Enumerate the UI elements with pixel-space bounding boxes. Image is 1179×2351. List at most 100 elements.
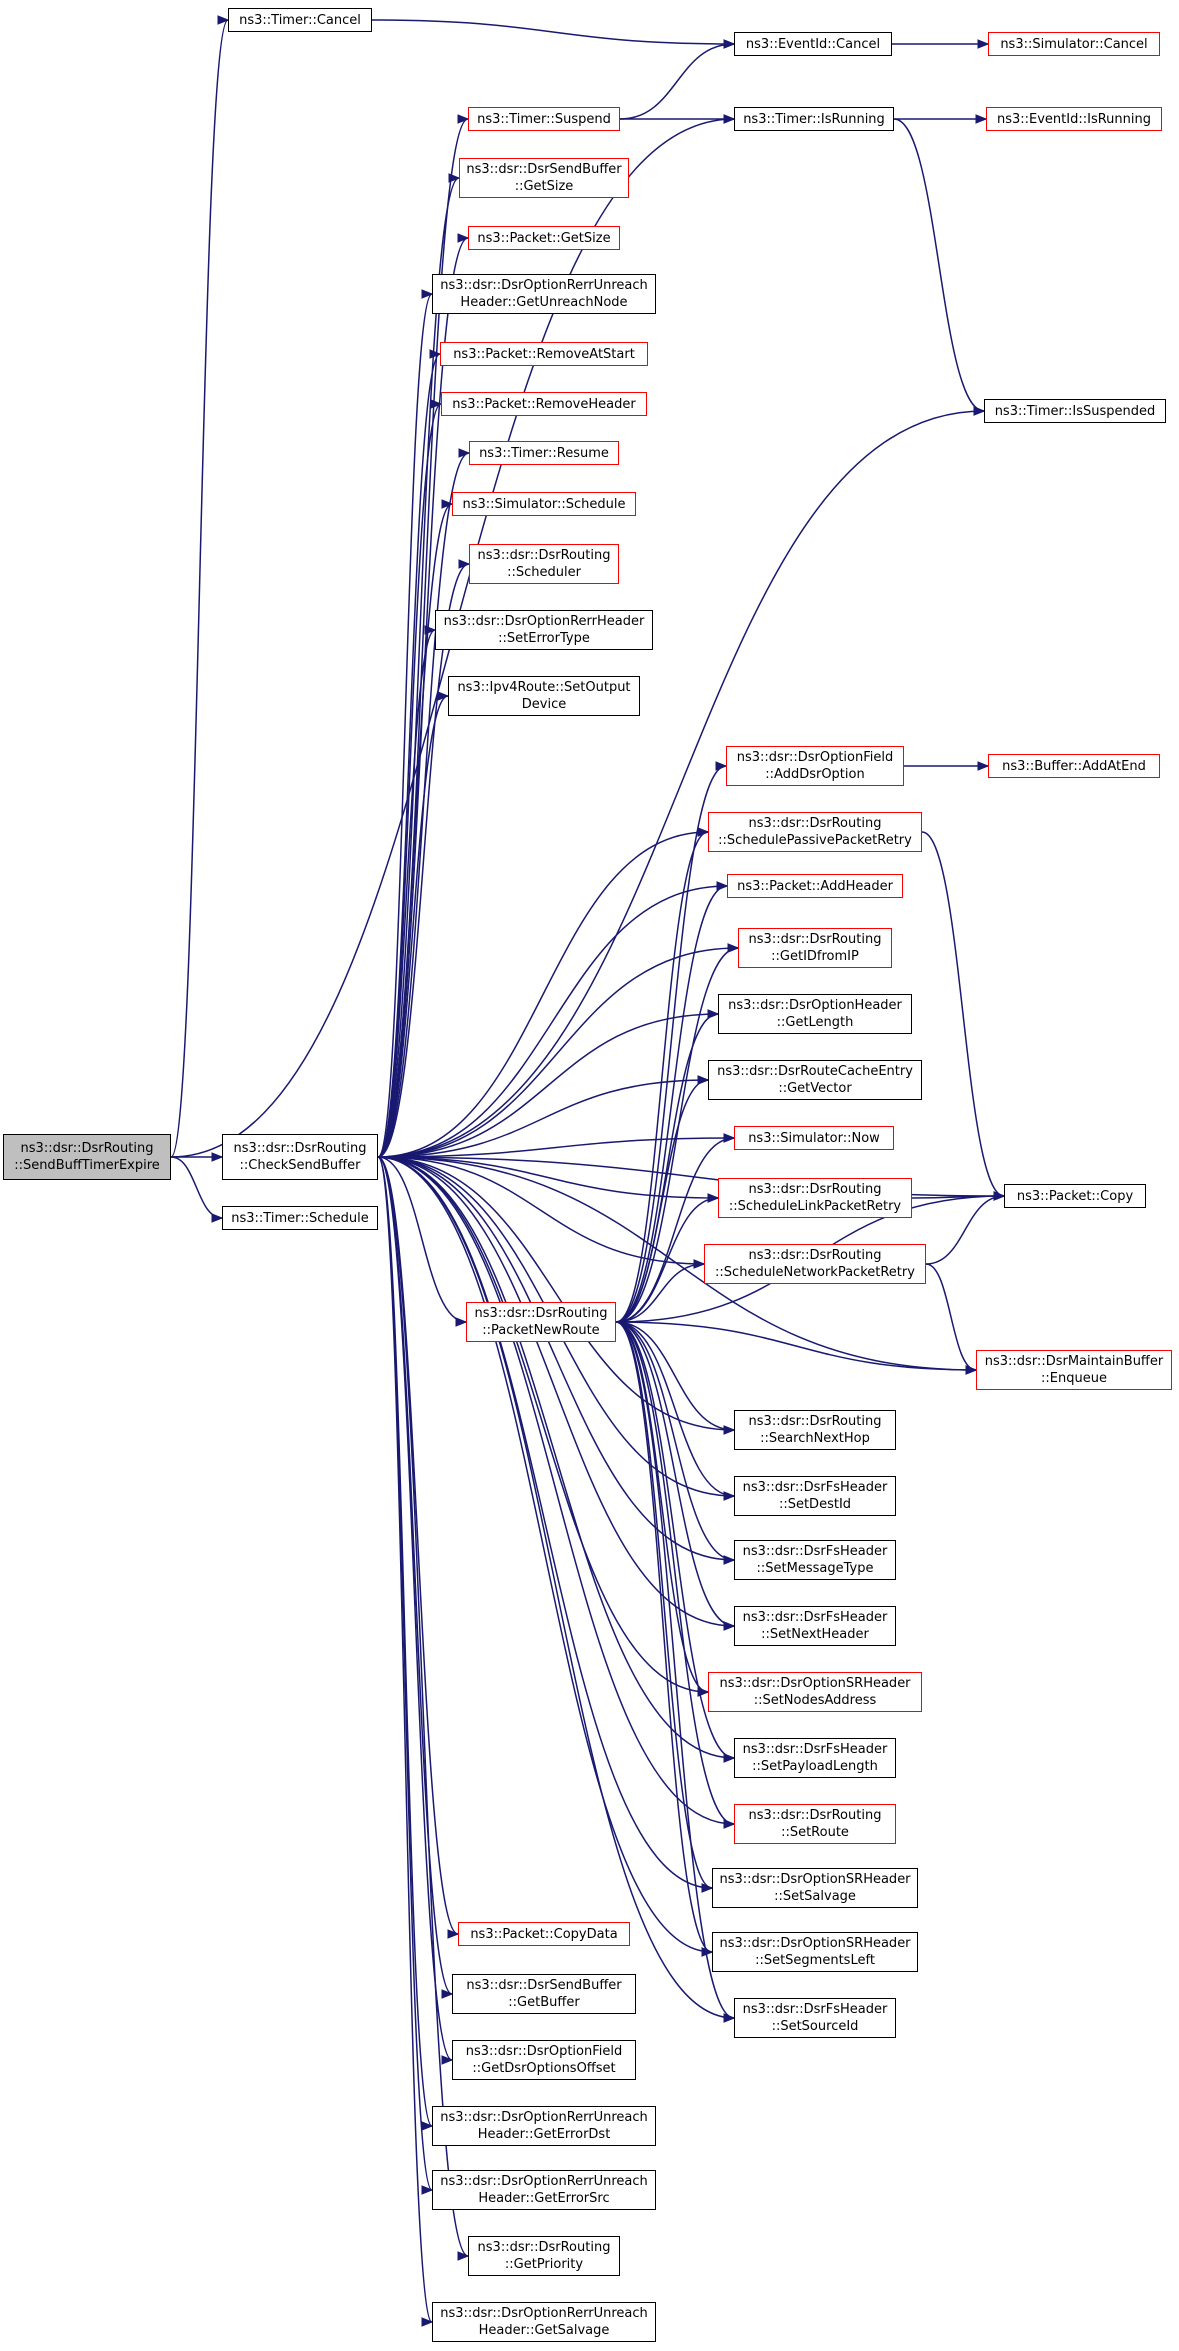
edge-arrowhead [421,2121,434,2131]
graph-node-label: ns3::dsr::DsrRouting [748,1248,882,1263]
graph-node-csb[interactable]: ns3::dsr::DsrRouting::CheckSendBuffer [222,1134,378,1180]
graph-node-tisrun[interactable]: ns3::Timer::IsRunning [734,107,894,131]
graph-node-tsuspend[interactable]: ns3::Timer::Suspend [468,107,620,131]
edge-csb-to-addheader [377,885,728,1158]
graph-node-label: ::SendBuffTimerExpire [14,1158,160,1173]
graph-node-removeatstart[interactable]: ns3::Packet::RemoveAtStart [440,342,648,366]
edge-csb-to-seterrortype [377,629,436,1158]
edge-arrowhead [723,1753,736,1763]
graph-node-linkretry[interactable]: ns3::dsr::DsrRouting::ScheduleLinkPacket… [718,1178,912,1218]
graph-node-setnodesaddr[interactable]: ns3::dsr::DsrOptionSRHeader::SetNodesAdd… [708,1672,922,1712]
graph-node-pktnewroute[interactable]: ns3::dsr::DsrRouting::PacketNewRoute [466,1302,616,1342]
graph-node-setsalvage[interactable]: ns3::dsr::DsrOptionSRHeader::SetSalvage [712,1868,918,1908]
graph-node-tsched[interactable]: ns3::Timer::Schedule [222,1206,378,1230]
graph-node-label: ns3::Timer::Schedule [231,1210,369,1226]
graph-node-sbte[interactable]: ns3::dsr::DsrRouting::SendBuffTimerExpir… [3,1134,171,1180]
edge-pktnewroute-to-setsegleft [615,1321,713,1953]
graph-node-setroute[interactable]: ns3::dsr::DsrRouting::SetRoute [734,1804,896,1844]
graph-node-enqueue[interactable]: ns3::dsr::DsrMaintainBuffer::Enqueue [976,1350,1172,1390]
graph-node-label: ::PacketNewRoute [482,1323,600,1338]
edge-arrowhead [723,1555,736,1565]
graph-node-evcancel[interactable]: ns3::EventId::Cancel [734,32,892,56]
graph-node-setsourceid[interactable]: ns3::dsr::DsrFsHeader::SetSourceId [734,1998,896,2038]
edge-csb-to-removeheader [377,403,442,1158]
graph-node-simschedule[interactable]: ns3::Simulator::Schedule [452,492,636,516]
graph-node-label: ::GetIDfromIP [771,949,859,964]
graph-node-simnow[interactable]: ns3::Simulator::Now [734,1126,894,1150]
edge-arrowhead [727,943,740,953]
graph-node-setmsgtype[interactable]: ns3::dsr::DsrFsHeader::SetMessageType [734,1540,896,1580]
edge-arrowhead [977,39,990,49]
graph-node-copydata[interactable]: ns3::Packet::CopyData [458,1922,630,1946]
graph-node-getidfromip[interactable]: ns3::dsr::DsrRouting::GetIDfromIP [738,928,892,968]
edge-arrowhead [211,1152,224,1162]
graph-node-adddsropt[interactable]: ns3::dsr::DsrOptionField::AddDsrOption [726,746,904,786]
graph-node-label: ns3::dsr::DsrOptionSRHeader [719,1676,911,1691]
graph-node-label: ns3::Timer::IsRunning [743,111,885,127]
graph-node-seterrortype[interactable]: ns3::dsr::DsrOptionRerrHeader::SetErrorT… [435,610,653,650]
graph-node-addheader[interactable]: ns3::Packet::AddHeader [727,874,903,898]
edge-pktnewroute-to-setpayload [615,1321,735,1759]
graph-node-removeheader[interactable]: ns3::Packet::RemoveHeader [441,392,647,416]
edge-csb-to-geterrordst [377,1156,433,2127]
edge-csb-to-setsegleft [377,1156,713,1953]
edge-arrowhead [441,1989,454,1999]
graph-node-netretry[interactable]: ns3::dsr::DsrRouting::ScheduleNetworkPac… [704,1244,926,1284]
graph-node-getpriority[interactable]: ns3::dsr::DsrRouting::GetPriority [468,2236,620,2276]
graph-node-pcopy[interactable]: ns3::Packet::Copy [1004,1184,1146,1208]
graph-node-tcancel[interactable]: ns3::Timer::Cancel [228,8,372,32]
graph-node-label: ::ScheduleLinkPacketRetry [728,1199,902,1214]
graph-node-setpayload[interactable]: ns3::dsr::DsrFsHeader::SetPayloadLength [734,1738,896,1778]
graph-node-searchnexthop[interactable]: ns3::dsr::DsrRouting::SearchNextHop [734,1410,896,1450]
edge-pktnewroute-to-setsourceid [615,1321,735,2019]
graph-node-label: ns3::Timer::Suspend [477,111,611,127]
graph-node-setnexthdr[interactable]: ns3::dsr::DsrFsHeader::SetNextHeader [734,1606,896,1646]
edge-arrowhead [457,2251,470,2261]
graph-node-label: ::SetSourceId [771,2019,859,2034]
graph-node-label: ::SetRoute [781,1825,849,1840]
graph-node-addatend[interactable]: ns3::Buffer::AddAtEnd [988,754,1160,778]
edge-arrowhead [723,1621,736,1631]
graph-node-optgetlength[interactable]: ns3::dsr::DsrOptionHeader::GetLength [718,994,912,1034]
edge-csb-to-enqueue [377,1156,977,1371]
graph-node-setdestid[interactable]: ns3::dsr::DsrFsHeader::SetDestId [734,1476,896,1516]
edge-netretry-to-enqueue [925,1263,977,1371]
graph-node-label: ns3::dsr::DsrSendBuffer [466,1978,622,1993]
graph-node-label: ::SetDestId [778,1497,852,1512]
graph-node-label: ns3::dsr::DsrFsHeader [742,1610,888,1625]
graph-node-label: ns3::dsr::DsrRouting [474,1306,608,1321]
graph-node-label: ns3::dsr::DsrRouteCacheEntry [717,1064,913,1079]
graph-node-tresume[interactable]: ns3::Timer::Resume [469,441,619,465]
graph-node-scheduler[interactable]: ns3::dsr::DsrRouting::Scheduler [469,544,619,584]
graph-node-simcancel[interactable]: ns3::Simulator::Cancel [988,32,1160,56]
graph-node-label: ns3::Simulator::Schedule [462,496,626,512]
edge-arrowhead [697,1075,710,1085]
edge-arrowhead [424,625,437,635]
graph-node-getvector[interactable]: ns3::dsr::DsrRouteCacheEntry::GetVector [708,1060,922,1100]
graph-node-label: ns3::dsr::DsrOptionSRHeader [719,1936,911,1951]
graph-node-pgetsize[interactable]: ns3::Packet::GetSize [468,226,620,250]
edge-arrowhead [701,1883,714,1893]
graph-node-setsegleft[interactable]: ns3::dsr::DsrOptionSRHeader::SetSegments… [712,1932,918,1972]
graph-node-tissusp[interactable]: ns3::Timer::IsSuspended [984,399,1166,423]
edge-csb-to-scheduler [377,563,470,1158]
edge-pktnewroute-to-setnexthdr [615,1321,735,1627]
graph-node-getdsroptoff[interactable]: ns3::dsr::DsrOptionField::GetDsrOptionsO… [452,2040,636,2080]
graph-node-label: ::AddDsrOption [765,767,865,782]
graph-node-getbuffer[interactable]: ns3::dsr::DsrSendBuffer::GetBuffer [452,1974,636,2014]
graph-node-label: ns3::Simulator::Now [748,1130,880,1146]
edge-netretry-to-pcopy [925,1195,1005,1265]
edge-pktnewroute-to-setroute [615,1321,735,1825]
edge-arrowhead [430,399,443,409]
edge-csb-to-getvector [377,1079,709,1158]
graph-node-passretry[interactable]: ns3::dsr::DsrRouting::SchedulePassivePac… [708,812,922,852]
edge-arrowhead [707,1193,720,1203]
graph-node-label: ::GetVector [778,1081,852,1096]
graph-node-sbgetsize[interactable]: ns3::dsr::DsrSendBuffer::GetSize [459,158,629,198]
graph-node-evisrun[interactable]: ns3::EventId::IsRunning [986,107,1162,131]
